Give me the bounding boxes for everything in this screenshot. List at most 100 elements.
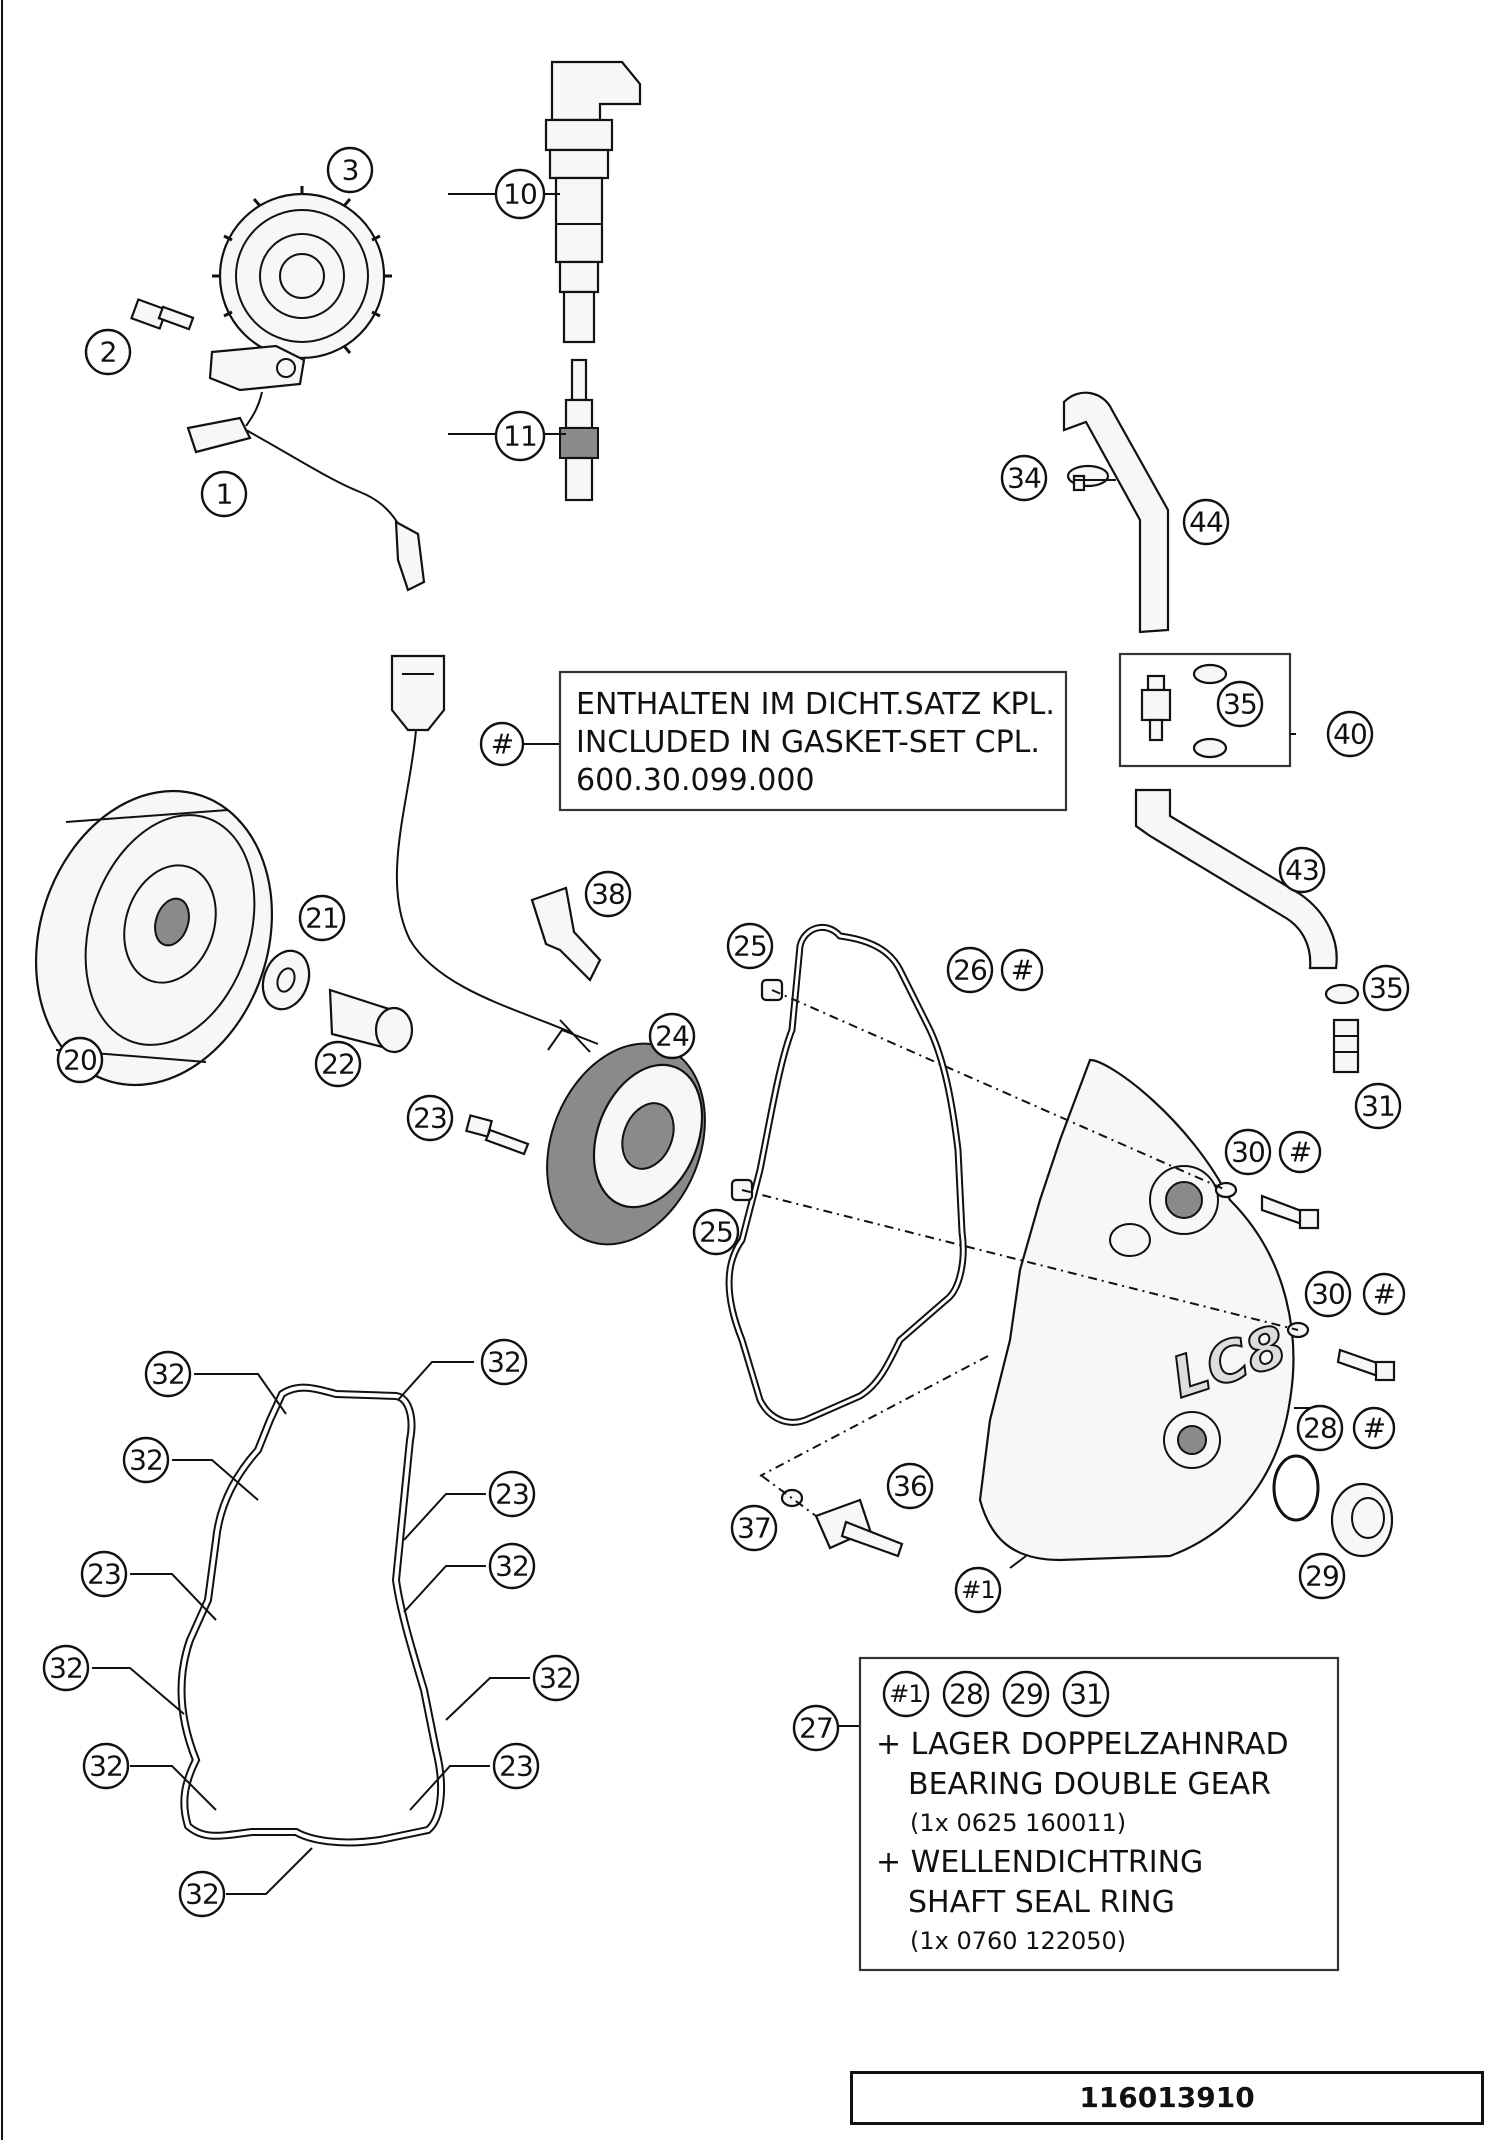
svg-text:32: 32 [129, 1444, 163, 1477]
svg-text:32: 32 [495, 1550, 529, 1583]
svg-text:11: 11 [503, 420, 537, 453]
svg-text:26: 26 [953, 954, 987, 987]
part-22-nut [328, 988, 414, 1054]
kit-callout-31: 31 [1062, 1670, 1110, 1718]
callout-32-a: 32 [144, 1350, 192, 1398]
part-2-screw [130, 298, 195, 331]
svg-text:#1: #1 [889, 1680, 922, 1708]
svg-text:25: 25 [699, 1216, 733, 1249]
part-26-gasket [725, 923, 967, 1426]
part-30-screw-upper [1214, 1181, 1320, 1230]
svg-text:36: 36 [893, 1470, 927, 1503]
part-10-ignition-coil [544, 60, 642, 344]
callout-30-lower: 30 [1304, 1270, 1352, 1318]
svg-text:#: # [1011, 954, 1033, 987]
kit-item1-part: (1x 0625 160011) [910, 1809, 1127, 1837]
svg-text:24: 24 [655, 1020, 689, 1053]
callout-10: 10 [494, 168, 546, 220]
callout-22: 22 [314, 1040, 362, 1088]
part-34-clamp [1066, 464, 1110, 492]
callout-21: 21 [298, 894, 346, 942]
callout-32-c: 32 [122, 1436, 170, 1484]
callout-43: 43 [1278, 846, 1326, 894]
kit-item2-de: + WELLENDICHTRING [876, 1845, 1204, 1880]
svg-text:40: 40 [1333, 718, 1367, 751]
gasket-note-line1: ENTHALTEN IM DICHT.SATZ KPL. [576, 687, 1055, 722]
svg-text:28: 28 [949, 1678, 983, 1711]
part-31-fitting [1332, 1018, 1360, 1074]
svg-text:34: 34 [1007, 462, 1041, 495]
part-11-spark-plug [559, 358, 599, 502]
callout-36: 36 [886, 1462, 934, 1510]
callout-30-lower-hash: # [1362, 1272, 1406, 1316]
callout-30-upper: 30 [1224, 1128, 1272, 1176]
kit-item2-part: (1x 0760 122050) [910, 1927, 1127, 1955]
svg-text:3: 3 [342, 154, 359, 187]
callout-32-d: 32 [488, 1542, 536, 1590]
svg-text:31: 31 [1361, 1090, 1395, 1123]
kit-callout-29: 29 [1002, 1670, 1050, 1718]
callout-32-f: 32 [532, 1654, 580, 1702]
kit-callout-hash1: #1 [882, 1670, 930, 1718]
callout-hash-note: # [479, 721, 525, 767]
callout-24: 24 [648, 1012, 696, 1060]
callout-26-hash: # [1000, 948, 1044, 992]
part-29-plug [1330, 1482, 1394, 1558]
callout-23-d: 23 [492, 1742, 540, 1790]
svg-text:23: 23 [413, 1102, 447, 1135]
svg-text:32: 32 [49, 1652, 83, 1685]
callout-23: 23 [406, 1094, 454, 1142]
svg-text:37: 37 [737, 1512, 771, 1545]
part-20-flywheel [34, 789, 274, 1087]
part-36-guide [814, 1498, 904, 1558]
svg-text:35: 35 [1369, 972, 1403, 1005]
svg-text:32: 32 [89, 1750, 123, 1783]
part-25-dowels [730, 978, 784, 1202]
kit-callout-28: 28 [942, 1670, 990, 1718]
svg-text:23: 23 [495, 1478, 529, 1511]
callout-40: 40 [1326, 710, 1374, 758]
svg-text:32: 32 [539, 1662, 573, 1695]
gasket-note-line2: INCLUDED IN GASKET-SET CPL. [576, 725, 1040, 760]
callout-30-upper-hash: # [1278, 1130, 1322, 1174]
svg-text:#: # [491, 728, 513, 761]
gasket-note-part-number: 600.30.099.000 [576, 763, 815, 798]
document-number: 116013910 [850, 2071, 1484, 2125]
svg-text:29: 29 [1305, 1560, 1339, 1593]
part-44-hose [1062, 391, 1170, 634]
part-30-screw-lower [1286, 1321, 1396, 1382]
kit-item2-en: SHAFT SEAL RING [908, 1885, 1175, 1920]
svg-text:35: 35 [1223, 688, 1257, 721]
gasket-note-box [558, 670, 1068, 812]
svg-text:21: 21 [305, 902, 339, 935]
svg-text:23: 23 [87, 1558, 121, 1591]
callout-23-b: 23 [488, 1470, 536, 1518]
callout-27: 27 [792, 1704, 840, 1752]
callout-29: 29 [1298, 1552, 1346, 1600]
callout-32-e: 32 [42, 1644, 90, 1692]
kit-item1-en: BEARING DOUBLE GEAR [908, 1767, 1272, 1802]
part-1-sensor [186, 344, 426, 592]
callout-32-g: 32 [82, 1742, 130, 1790]
svg-text:23: 23 [499, 1750, 533, 1783]
svg-text:32: 32 [185, 1878, 219, 1911]
svg-text:20: 20 [63, 1044, 97, 1077]
callout-20: 20 [56, 1036, 104, 1084]
part-21-washer [261, 949, 311, 1011]
part-43-hose [1134, 788, 1338, 970]
callout-37: 37 [730, 1504, 778, 1552]
callout-31: 31 [1354, 1082, 1402, 1130]
svg-text:1: 1 [216, 478, 233, 511]
callout-3: 3 [326, 146, 374, 194]
callout-28: 28 [1296, 1404, 1344, 1452]
svg-text:30: 30 [1231, 1136, 1265, 1169]
part-3-trigger-wheel [212, 186, 392, 366]
callout-32-b: 32 [480, 1338, 528, 1386]
callout-11: 11 [494, 410, 546, 462]
callout-25-lower: 25 [692, 1208, 740, 1256]
callout-38: 38 [584, 870, 632, 918]
part-23-bolt [464, 1114, 530, 1156]
svg-text:#: # [1373, 1278, 1395, 1311]
svg-text:31: 31 [1069, 1678, 1103, 1711]
